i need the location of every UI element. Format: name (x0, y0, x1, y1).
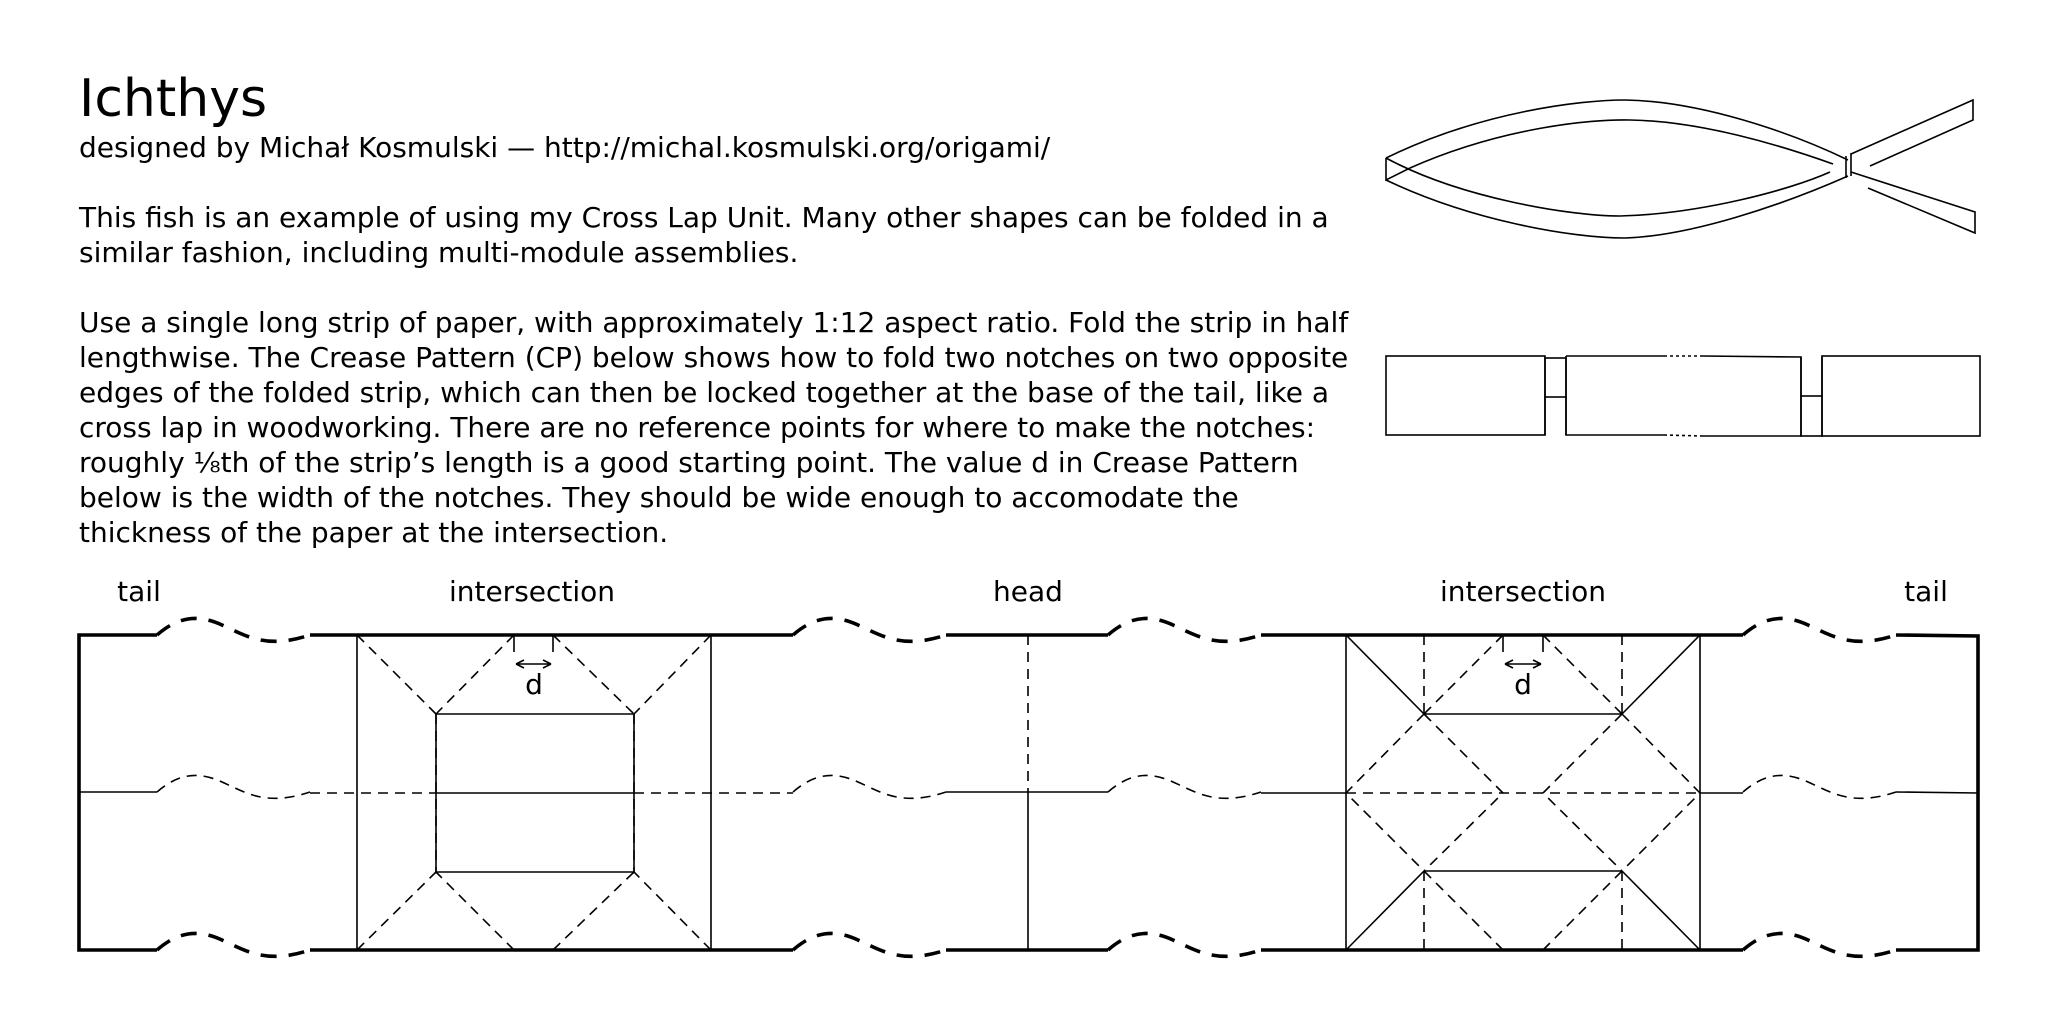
crease-pattern: d d (77, 616, 1980, 959)
page-title: Ichthys (79, 69, 268, 129)
notch-width-label-left: d (525, 668, 543, 701)
label-intersection-left: intersection (448, 575, 616, 608)
label-intersection-right: intersection (1439, 575, 1607, 608)
notch-width-label-right: d (1514, 668, 1532, 701)
intro-paragraph-1: This fish is an example of using my Cros… (79, 201, 1329, 269)
intro-paragraph-2: Use a single long strip of paper, with a… (79, 306, 1349, 549)
designer-byline: designed by Michał Kosmulski — http://mi… (79, 131, 1051, 164)
fish-illustration (1385, 98, 1976, 239)
label-head: head (993, 575, 1063, 608)
strip-illustration (1385, 355, 1981, 437)
label-tail-left: tail (117, 575, 161, 608)
label-tail-right: tail (1904, 575, 1948, 608)
